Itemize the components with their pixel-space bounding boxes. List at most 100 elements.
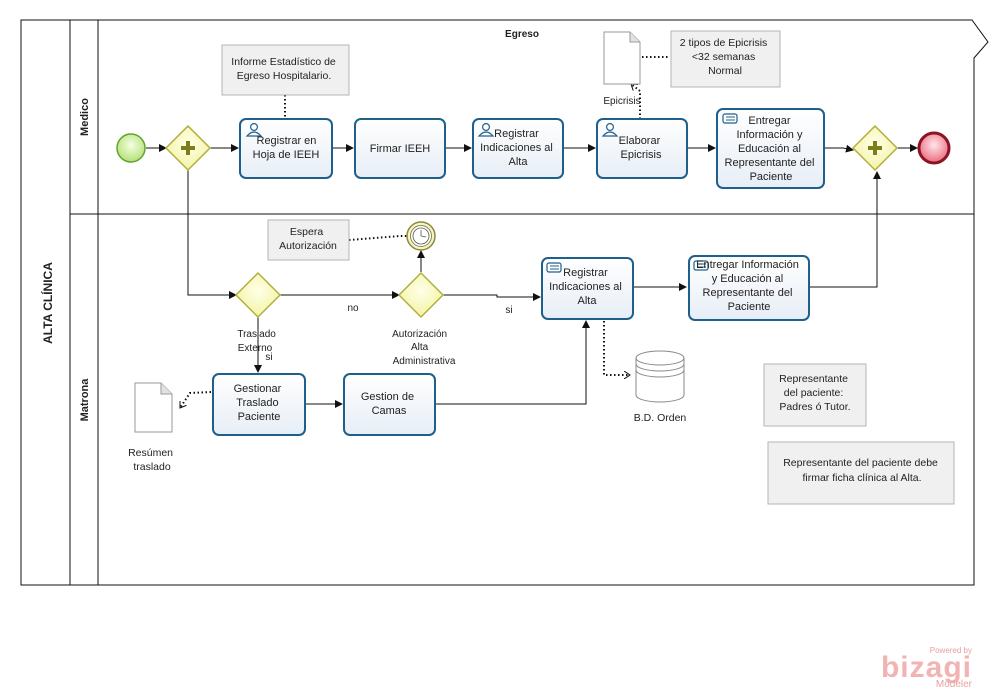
svg-text:Autorización Alta: Autorización Alta Administrativa: [392, 329, 456, 367]
database-icon: [635, 350, 685, 403]
manual-task-icon: [546, 262, 562, 273]
manual-task-icon: [693, 260, 709, 271]
parallel-gateway-split[interactable]: [164, 124, 212, 172]
task-registrar-indicaciones-matrona-line-2: Indicaciones al: [549, 281, 622, 293]
note-informe-line-2: Egreso Hospitalario.: [237, 70, 332, 82]
task-entregar-info-medico[interactable]: Entregar Información y Educación al Repr…: [716, 108, 825, 189]
lane-medico: Medico: [79, 98, 91, 136]
note-tipos-epicrisis[interactable]: 2 tipos de Epicrisis <32 semanas Normal: [670, 30, 781, 88]
task-entregar-info-matrona-line-3: Representante del: [703, 287, 793, 299]
note-representante-line-2: del paciente:: [784, 387, 844, 399]
pool-header: Egreso: [505, 29, 539, 40]
task-elaborar-epicrisis[interactable]: Elaborar Epicrisis: [596, 118, 688, 179]
data-store-bd-orden-label: B.D. Orden: [634, 412, 687, 424]
svg-text:Entregar Información y E: Entregar Información y Educación al Repr…: [696, 259, 802, 313]
task-entregar-info-matrona-line-1: Entregar Información: [696, 259, 799, 271]
note-representante[interactable]: Representante del paciente: Padres ó Tut…: [763, 363, 867, 427]
document-icon: [603, 31, 641, 85]
svg-text:Gestion de Camas: Gestion de Camas: [361, 391, 417, 417]
bizagi-logo: Powered by bizagi Modeler: [881, 646, 972, 690]
task-entregar-info-matrona-line-4: Paciente: [728, 301, 771, 313]
start-event[interactable]: [116, 133, 146, 163]
note-firma-ficha[interactable]: Representante del paciente debe firmar f…: [767, 441, 955, 505]
task-gestion-camas-line-2: Camas: [372, 405, 407, 417]
gateway-autorizacion-label-2: Alta: [411, 342, 429, 353]
gateway-autorizacion-label-1: Autorización: [392, 329, 447, 340]
task-entregar-info-matrona[interactable]: Entregar Información y Educación al Repr…: [688, 255, 810, 321]
sequence-flows: [146, 144, 918, 408]
task-entregar-info-medico-line-5: Paciente: [750, 171, 793, 183]
task-registrar-indicaciones-medico[interactable]: Registrar Indicaciones al Alta: [472, 118, 564, 179]
task-gestion-camas[interactable]: Gestion de Camas: [343, 373, 436, 436]
svg-text:Entregar Información y: Entregar Información y Educación al Repr…: [725, 115, 818, 183]
task-entregar-info-medico-line-4: Representante del: [725, 157, 815, 169]
note-firma-line-2: firmar ficha clínica al Alta.: [802, 472, 921, 484]
note-espera-line-1: Espera: [290, 226, 323, 238]
note-representante-line-3: Padres ó Tutor.: [779, 401, 850, 413]
task-registrar-indicaciones-medico-line-2: Indicaciones al: [480, 142, 553, 154]
end-event[interactable]: [917, 131, 951, 165]
note-firma-line-1: Representante del paciente debe: [783, 457, 938, 469]
lane-matrona-label: Matrona: [79, 378, 91, 422]
document-icon: [134, 382, 173, 433]
note-representante-line-1: Representante: [779, 373, 848, 385]
svg-text:Representante del pacien: Representante del paciente: Padres ó Tut…: [779, 373, 851, 413]
data-object-resumen-line-2: traslado: [133, 461, 171, 473]
task-registrar-indicaciones-medico-line-3: Alta: [509, 156, 529, 168]
data-object-resumen-traslado[interactable]: Resúmen traslado: [128, 382, 176, 473]
user-icon: [245, 122, 263, 137]
data-object-resumen-line-1: Resúmen: [128, 447, 173, 459]
task-gestionar-traslado-line-1: Gestionar: [234, 383, 282, 395]
task-gestionar-traslado[interactable]: Gestionar Traslado Paciente: [212, 373, 306, 436]
task-entregar-info-medico-line-3: Educación al: [738, 143, 801, 155]
task-firmar-ieeh[interactable]: Firmar IEEH: [354, 118, 446, 179]
task-registrar-ieeh-line-1: Registrar en: [257, 135, 317, 147]
svg-text:Registrar Indicaciones a: Registrar Indicaciones al Alta: [480, 128, 556, 168]
note-tipos-line-2: <32 semanas: [692, 51, 755, 63]
bizagi-modeler-text: Modeler: [935, 679, 972, 690]
parallel-gateway-join[interactable]: [851, 124, 899, 172]
task-registrar-indicaciones-matrona[interactable]: Registrar Indicaciones al Alta: [541, 257, 634, 320]
svg-text:Elaborar Epicrisis: Elaborar Epicrisis: [619, 135, 664, 161]
task-registrar-indicaciones-matrona-line-3: Alta: [578, 295, 598, 307]
note-informe-estadistico[interactable]: Informe Estadístico de Egreso Hospitalar…: [221, 44, 350, 96]
timer-event[interactable]: [406, 221, 436, 251]
task-elaborar-epicrisis-line-1: Elaborar: [619, 135, 661, 147]
bizagi-powered-text: Powered by: [929, 646, 972, 655]
svg-text:Informe Estadístico de E: Informe Estadístico de Egreso Hospitalar…: [231, 56, 338, 82]
data-object-epicrisis[interactable]: Epicrisis: [603, 31, 641, 107]
note-tipos-line-3: Normal: [708, 65, 742, 77]
flow-label-si-autorizacion: si: [505, 305, 512, 316]
gateway-autorizacion-label-3: Administrativa: [393, 356, 456, 367]
flow-label-no: no: [347, 303, 359, 314]
note-tipos-line-1: 2 tipos de Epicrisis: [680, 37, 768, 49]
task-entregar-info-matrona-line-2: y Educación al: [712, 273, 784, 285]
svg-text:Firmar IEEH: Firmar IEEH: [370, 143, 431, 155]
svg-text:Traslado Externo: Traslado Externo: [237, 329, 278, 354]
bizagi-brand-text: bizagi: [880, 651, 972, 684]
svg-text:Espera Autorización: Espera Autorización: [279, 226, 337, 252]
task-registrar-ieeh[interactable]: Registrar en Hoja de IEEH: [239, 118, 333, 179]
user-icon: [477, 122, 495, 137]
gateway-traslado-externo[interactable]: Traslado Externo: [234, 271, 282, 354]
svg-text:Registrar Indicaciones a: Registrar Indicaciones al Alta: [549, 267, 625, 307]
note-espera-autorizacion[interactable]: Espera Autorización: [267, 219, 350, 261]
note-informe-line-1: Informe Estadístico de: [231, 56, 336, 68]
task-registrar-indicaciones-medico-line-1: Registrar: [494, 128, 539, 140]
task-gestion-camas-line-1: Gestion de: [361, 391, 414, 403]
task-entregar-info-medico-line-1: Entregar: [748, 115, 791, 127]
svg-text:Representante del paciente deb: Representante del paciente debe firmar f…: [783, 457, 941, 484]
task-entregar-info-medico-line-2: Información y: [736, 129, 803, 141]
data-store-bd-orden[interactable]: B.D. Orden: [634, 350, 687, 424]
clock-icon: [412, 227, 430, 245]
lane-matrona: Matrona: [79, 378, 91, 422]
gateway-traslado-label-2: Externo: [238, 343, 273, 354]
task-elaborar-epicrisis-line-2: Epicrisis: [621, 149, 662, 161]
gateway-autorizacion[interactable]: Autorización Alta Administrativa: [392, 271, 456, 367]
task-registrar-ieeh-line-2: Hoja de IEEH: [253, 149, 320, 161]
manual-task-icon: [722, 113, 738, 124]
task-gestionar-traslado-line-2: Traslado: [236, 397, 278, 409]
task-registrar-indicaciones-matrona-line-1: Registrar: [563, 267, 608, 279]
associations: [179, 56, 670, 408]
